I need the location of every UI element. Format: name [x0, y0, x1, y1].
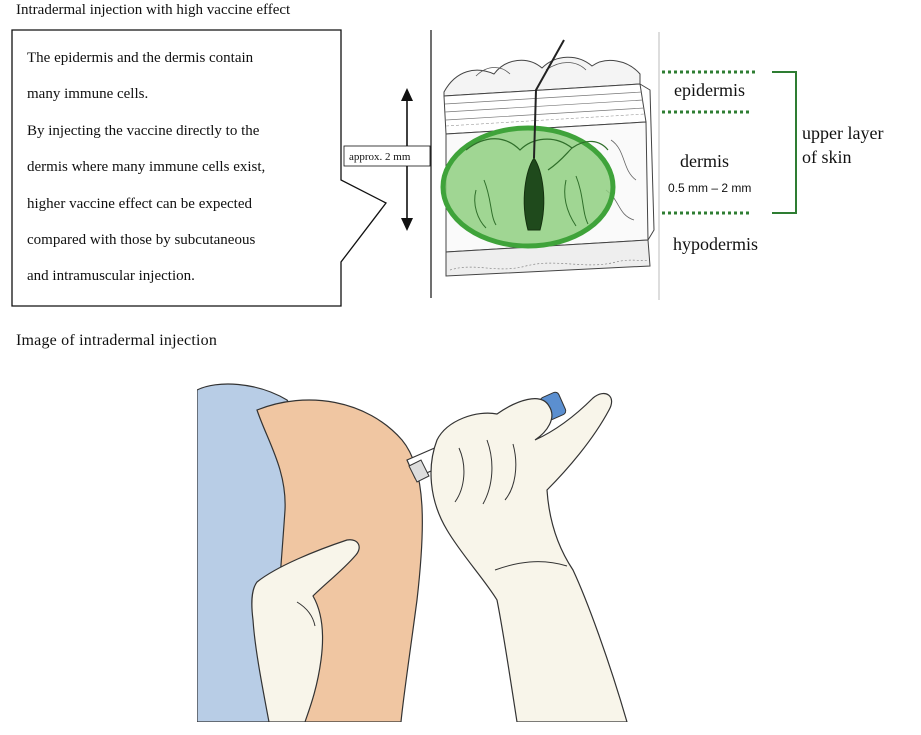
callout-box	[11, 29, 660, 307]
callout-line: higher vaccine effect can be expected	[27, 195, 252, 212]
skin-cross-section	[440, 39, 655, 277]
upper-layer-line: of skin	[802, 147, 852, 167]
upper-layer-label: upper layer of skin	[802, 121, 912, 169]
diagram-title: Intradermal injection with high vaccine …	[16, 2, 291, 18]
depth-label: approx. 2 mm	[349, 151, 411, 163]
callout-line: and intramuscular injection.	[27, 268, 195, 285]
injection-illustration	[197, 383, 628, 722]
upper-layer-line: upper layer	[802, 123, 884, 143]
hypodermis-label: hypodermis	[673, 234, 758, 254]
dermis-label: dermis	[680, 151, 729, 171]
epidermis-label: epidermis	[674, 80, 745, 100]
callout-line: dermis where many immune cells exist,	[27, 159, 266, 176]
callout-text: The epidermis and the dermis contain man…	[27, 40, 327, 295]
callout-line: By injecting the vaccine directly to the	[27, 122, 260, 139]
illustration-title: Image of intradermal injection	[16, 332, 218, 349]
layer-markers	[662, 70, 797, 215]
callout-line: many immune cells.	[27, 86, 149, 103]
callout-line: The epidermis and the dermis contain	[27, 50, 254, 66]
callout-line: compared with those by subcutaneous	[27, 232, 256, 249]
dermis-thickness-label: 0.5 mm – 2 mm	[668, 181, 752, 195]
